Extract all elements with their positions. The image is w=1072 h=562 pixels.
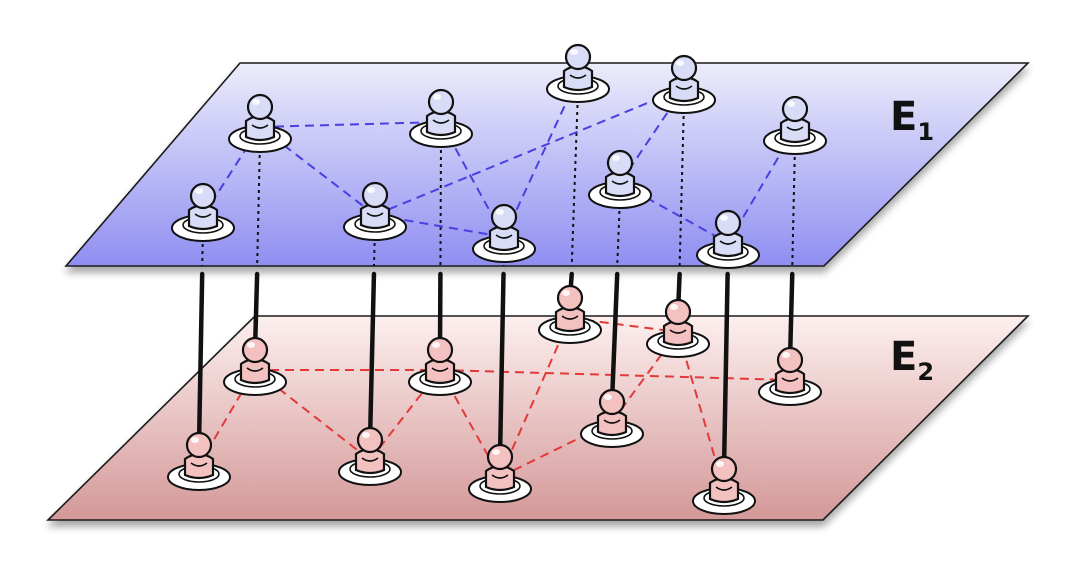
bottom-node-person-icon [408,336,472,396]
interlayer-link [367,271,377,443]
bottom-edge [499,421,613,478]
top-edge [259,126,376,216]
bottom-edge [439,369,791,381]
bottom-node-person-icon [167,431,231,491]
top-node-person-icon [763,95,827,155]
interlayer-link-stub [201,229,204,267]
interlayer-link-stub [372,228,376,267]
top-layer-nodes [171,43,827,269]
top-node-person-icon [652,54,716,114]
plane-e2-subscript: 2 [917,358,934,386]
top-node-person-icon [588,149,652,209]
top-edge [374,87,685,216]
top-node-person-icon [228,93,292,153]
bottom-node-person-icon [646,298,710,358]
interlayer-link [787,271,795,363]
bottom-node-person-icon [538,284,602,344]
plane-e2-label: E2 [890,334,934,386]
top-node-person-icon [472,203,536,263]
top-node-person-icon [409,88,473,148]
bottom-node-person-icon [338,426,402,486]
interlayer-link-stub [439,135,442,267]
plane-e1-subscript: 1 [917,118,934,146]
bottom-node-person-icon [580,388,644,448]
interlayer-link [497,271,506,460]
plane-e1-label: E1 [890,94,934,146]
interlayer-link-stub [570,90,579,267]
bottom-edge [254,369,371,461]
bottom-node-person-icon [692,455,756,515]
bottom-node-person-icon [468,443,532,503]
top-node-person-icon [696,209,760,269]
plane-e2-letter: E [890,334,917,380]
interlayer-link [721,271,730,472]
bottom-layer-nodes [167,284,822,515]
interlayer-link [609,271,620,405]
interlayer-link [196,271,205,448]
bottom-node-person-icon [223,336,287,396]
bottom-node-person-icon [758,346,822,406]
interlayer-link-stub [616,196,621,267]
top-node-person-icon [546,43,610,103]
top-node-person-icon [171,182,235,242]
plane-e1-letter: E [890,94,917,140]
top-edge [259,121,442,128]
top-node-person-icon [343,181,407,241]
